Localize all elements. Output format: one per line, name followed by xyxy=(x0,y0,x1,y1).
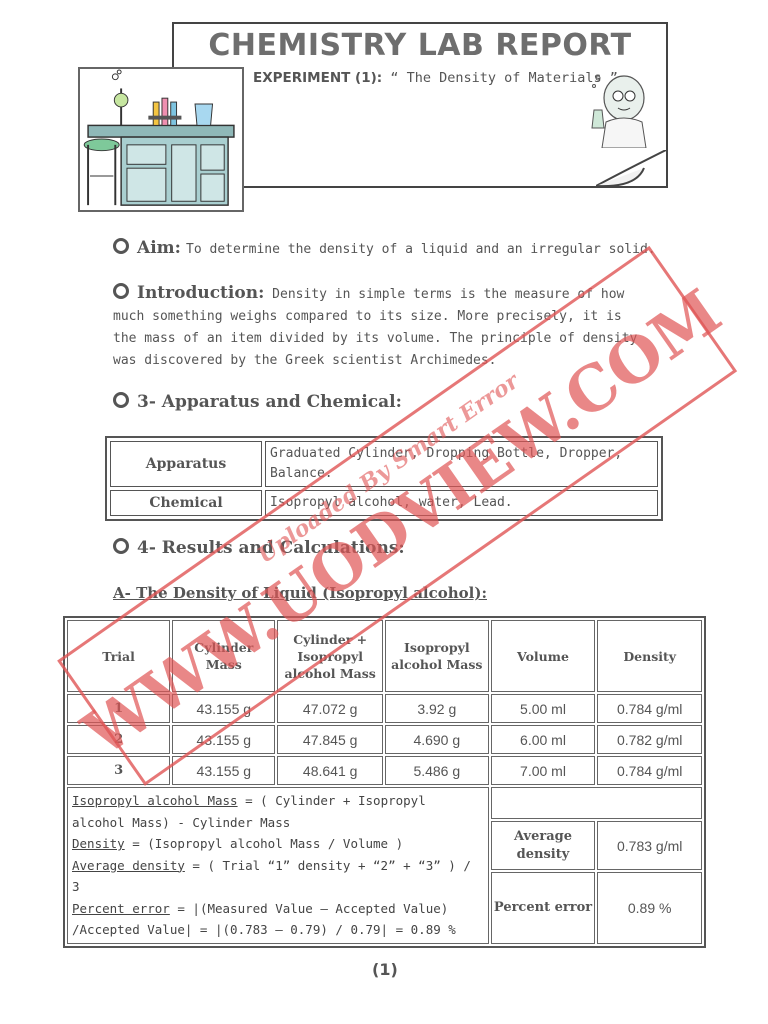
table-cell: 47.845 g xyxy=(277,725,383,754)
table-cell: 3.92 g xyxy=(384,694,489,723)
table-cell: 48.641 g xyxy=(277,756,383,785)
table-cell: 5.486 g xyxy=(384,756,489,785)
table-cell: 7.00 ml xyxy=(490,756,596,785)
note-text: = ( Trial “1” density + “2” + “3” ) / 3 xyxy=(72,857,471,895)
experiment-title: “ The Density of Materials ” xyxy=(390,70,618,86)
column-header: Cylinder Mass xyxy=(172,620,276,692)
note-term: Isopropyl alcohol Mass xyxy=(72,793,238,808)
table-row: Apparatus Graduated Cylinder, Dropping B… xyxy=(110,441,658,487)
column-header: Isopropyl alcohol Mass xyxy=(384,620,489,692)
apparatus-table: Apparatus Graduated Cylinder, Dropping B… xyxy=(105,436,663,521)
bullet-circle-icon xyxy=(113,283,129,299)
bullet-circle-icon xyxy=(113,392,129,408)
column-header: Cylinder + Isopropyl alcohol Mass xyxy=(277,620,383,692)
aim-section: Aim: To determine the density of a liqui… xyxy=(113,238,673,261)
table-cell: 43.155 g xyxy=(172,694,276,723)
percent-error-label: Percent error xyxy=(490,871,596,944)
table-row: 2 43.155 g 47.845 g 4.690 g 6.00 ml 0.78… xyxy=(67,725,702,754)
percent-error-value: 0.89 % xyxy=(597,871,702,944)
table-cell: 4.690 g xyxy=(384,725,489,754)
introduction-text-rest: much something weighs compared to its si… xyxy=(113,309,638,368)
aim-heading: Aim: xyxy=(137,238,181,258)
results-section-heading: 4- Results and Calculations: xyxy=(113,538,405,558)
note-text: = (Isopropyl alcohol Mass / Volume ) xyxy=(124,836,404,851)
note-text: = ( Cylinder + Isopropyl alcohol Mass) -… xyxy=(72,793,426,830)
column-header: Trial xyxy=(67,620,171,692)
column-header: Volume xyxy=(490,620,596,692)
table-header-row: Trial Cylinder Mass Cylinder + Isopropyl… xyxy=(67,620,702,692)
note-term: Average density xyxy=(72,857,185,873)
apparatus-section-heading: 3- Apparatus and Chemical: xyxy=(113,392,402,412)
liquid-density-subheading-text: A- The Density of Liquid (Isopropyl alco… xyxy=(113,584,487,602)
table-cell: 0.784 g/ml xyxy=(597,756,702,785)
table-row: Percent error 0.89 % xyxy=(67,871,702,944)
note-term: Percent error xyxy=(72,900,170,916)
introduction-heading: Introduction: xyxy=(137,283,265,303)
chemical-label: Chemical xyxy=(110,490,262,516)
results-heading-text: 4- Results and Calculations: xyxy=(137,538,405,558)
page-number: (1) xyxy=(372,960,398,979)
apparatus-label: Apparatus xyxy=(110,441,262,487)
note-term: Density xyxy=(72,836,125,851)
experiment-subtitle: EXPERIMENT (1): “ The Density of Materia… xyxy=(253,70,618,86)
introduction-section: Introduction: Density in simple terms is… xyxy=(113,282,653,372)
table-cell: 0.782 g/ml xyxy=(597,725,702,754)
page-curl-decoration xyxy=(596,150,666,186)
experiment-label: EXPERIMENT (1): xyxy=(253,70,383,86)
results-table: Trial Cylinder Mass Cylinder + Isopropyl… xyxy=(63,616,706,948)
aim-text: To determine the density of a liquid and… xyxy=(186,242,656,257)
table-row: Average density 0.783 g/ml xyxy=(67,821,702,870)
table-row: Chemical Isopropyl alcohol, water, Lead. xyxy=(110,490,658,516)
trial-cell: 2 xyxy=(67,725,171,754)
scientist-illustration xyxy=(591,75,647,148)
bullet-circle-icon xyxy=(113,538,129,554)
table-row: 1 43.155 g 47.072 g 3.92 g 5.00 ml 0.784… xyxy=(67,694,702,723)
average-density-label: Average density xyxy=(490,821,596,870)
column-header: Density xyxy=(597,620,702,692)
introduction-text-first: Density in simple terms is the measure o… xyxy=(272,287,625,302)
trial-cell: 3 xyxy=(67,756,171,785)
apparatus-value: Graduated Cylinder, Dropping Bottle, Dro… xyxy=(265,441,658,487)
table-cell: 47.072 g xyxy=(277,694,383,723)
apparatus-heading-text: 3- Apparatus and Chemical: xyxy=(137,392,402,412)
empty-cell xyxy=(490,787,702,820)
header-panel xyxy=(172,22,668,188)
calculation-notes: Isopropyl alcohol Mass = ( Cylinder + Is… xyxy=(67,787,489,944)
table-cell: 6.00 ml xyxy=(490,725,596,754)
table-cell: 0.784 g/ml xyxy=(597,694,702,723)
trial-cell: 1 xyxy=(67,694,171,723)
table-row: Isopropyl alcohol Mass = ( Cylinder + Is… xyxy=(67,787,702,944)
table-cell: 43.155 g xyxy=(172,725,276,754)
table-cell: 5.00 ml xyxy=(490,694,596,723)
table-row: 3 43.155 g 48.641 g 5.486 g 7.00 ml 0.78… xyxy=(67,756,702,785)
chemical-value: Isopropyl alcohol, water, Lead. xyxy=(265,490,658,516)
report-title: CHEMISTRY LAB REPORT xyxy=(208,28,632,63)
average-density-value: 0.783 g/ml xyxy=(597,821,702,870)
liquid-density-subheading: A- The Density of Liquid (Isopropyl alco… xyxy=(113,584,487,602)
table-cell: 43.155 g xyxy=(172,756,276,785)
bullet-circle-icon xyxy=(113,238,129,254)
note-text: = |(Measured Value – Accepted Value) /Ac… xyxy=(72,900,456,938)
lab-bench-illustration xyxy=(78,67,244,212)
